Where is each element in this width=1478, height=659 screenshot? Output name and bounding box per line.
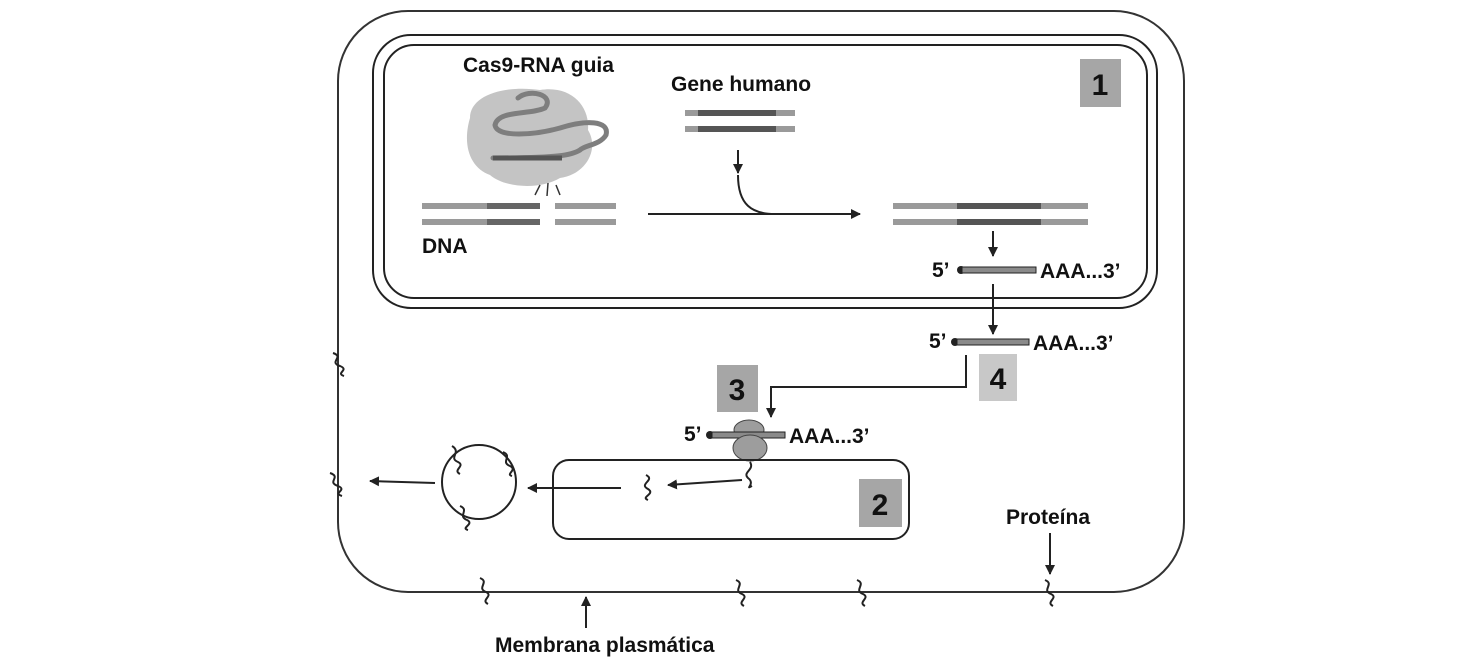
vesicle-protein: [459, 505, 471, 531]
cut-mark: [534, 184, 541, 196]
cas9-protein-blob: [466, 88, 593, 186]
membrane-label: Membrana plasmática: [495, 634, 715, 657]
dna-strand: [555, 219, 616, 225]
cas9-rna-label: Cas9-RNA guia: [463, 54, 614, 77]
gene-coding-segment: [698, 110, 776, 116]
translation-arrow: [766, 355, 967, 418]
cell-membrane-outline: [337, 10, 1185, 593]
step-4-number: 4: [990, 363, 1007, 396]
cut-mark: [555, 184, 561, 196]
human-gene-label: Gene humano: [671, 73, 811, 96]
vesicle-protein: [451, 445, 462, 475]
exocytosis-arrow: [369, 476, 436, 487]
secretory-vesicle: [441, 444, 517, 520]
inserted-gene-segment: [957, 203, 1041, 209]
membrane-protein: [329, 472, 343, 497]
mrna-3-prime-cytoplasm: AAA...3’: [1033, 332, 1114, 355]
nucleus: [372, 34, 1158, 309]
human-gene-dna: [685, 110, 795, 132]
cut-dna: [422, 203, 616, 225]
step-3-box: [717, 365, 758, 412]
nucleus-inner-membrane: [383, 44, 1148, 299]
ribosome-small-subunit: [732, 434, 768, 462]
mrna-3-prime-ribosome: AAA...3’: [789, 425, 870, 448]
membrane-protein: [332, 352, 345, 377]
mrna-5-prime-cytoplasm: 5’: [929, 330, 947, 353]
guide-rna-strand: [490, 90, 609, 161]
step-2-number: 2: [872, 489, 889, 522]
vesicle-protein: [502, 451, 514, 477]
step-1-box: [1080, 59, 1121, 107]
inserted-gene-segment: [957, 219, 1041, 225]
step-3-number: 3: [729, 374, 746, 407]
dna-strand: [422, 203, 540, 209]
gene-coding-segment: [698, 126, 776, 132]
membrane-protein: [1044, 579, 1055, 607]
membrane-protein: [479, 577, 490, 605]
mrna-5-prime-ribosome: 5’: [684, 423, 702, 446]
mrna-strand-nucleus: [961, 266, 1037, 274]
dna-strand: [555, 203, 616, 209]
edited-dna: [893, 203, 1088, 225]
membrane-protein: [856, 579, 867, 607]
nucleus-outer-membrane: [372, 34, 1158, 309]
organelle-compartment: [552, 459, 910, 540]
dna-label: DNA: [422, 235, 468, 258]
protein-transport-arrow: [667, 479, 743, 490]
mrna-strand-cytoplasm: [956, 338, 1030, 346]
protein-squiggle: [643, 474, 652, 501]
mrna-3-prime-nucleus: AAA...3’: [1040, 260, 1121, 283]
dna-target-segment: [487, 203, 540, 209]
cas9-complex: [466, 88, 609, 197]
membrane-protein: [735, 579, 746, 607]
mrna-5-prime-nucleus: 5’: [932, 259, 950, 282]
nascent-protein-squiggle: [745, 461, 753, 489]
step-1-number: 1: [1092, 69, 1109, 102]
dna-target-segment: [487, 219, 540, 225]
step-2-box: [859, 479, 902, 527]
cut-mark: [546, 182, 549, 197]
protein-label: Proteína: [1006, 506, 1090, 529]
dna-strand: [422, 219, 540, 225]
step-4-box: [979, 354, 1017, 401]
gene-insertion-curve: [737, 174, 776, 215]
